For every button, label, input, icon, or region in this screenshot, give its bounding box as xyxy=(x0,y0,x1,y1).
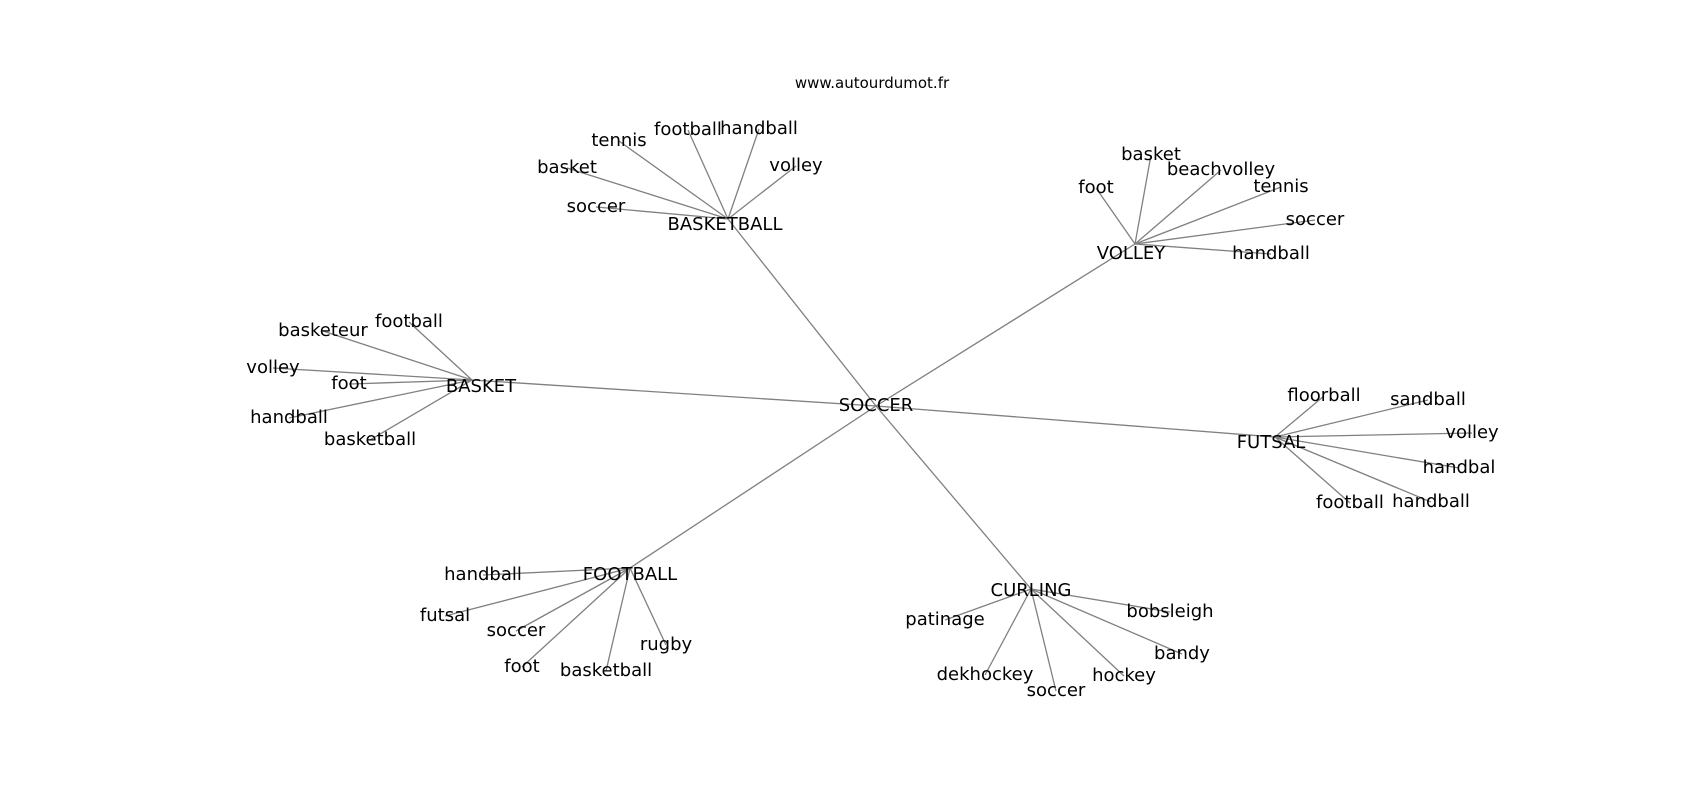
edge-curling-3 xyxy=(1030,588,1125,677)
leaf-label-football-0: handball xyxy=(444,564,522,585)
leaf-label-basket-0: basketeur xyxy=(278,320,368,341)
edge-basketball-2 xyxy=(618,140,729,220)
edge-football-0 xyxy=(482,567,631,576)
leaf-label-futsal-1: sandball xyxy=(1390,389,1466,410)
cluster-label-futsal: FUTSAL xyxy=(1237,432,1306,453)
leaf-label-basketball-1: basket xyxy=(537,157,597,178)
edge-volley-0 xyxy=(1095,187,1136,245)
edge-basket-3 xyxy=(348,379,473,385)
edge-root-basketball xyxy=(727,218,877,407)
cluster-label-curling: CURLING xyxy=(991,580,1072,601)
edge-curling-0 xyxy=(944,588,1032,621)
edge-football-2 xyxy=(515,567,631,632)
edge-basket-5 xyxy=(369,379,473,441)
leaf-label-basket-1: football xyxy=(375,311,443,332)
leaf-label-basket-4: handball xyxy=(250,407,328,428)
edge-curling-5 xyxy=(1030,588,1171,613)
leaf-label-basket-2: volley xyxy=(246,357,300,378)
leaf-label-basketball-3: football xyxy=(654,119,722,140)
leaf-label-football-1: futsal xyxy=(420,605,470,626)
edge-curling-4 xyxy=(1030,588,1183,655)
edge-basketball-3 xyxy=(687,129,729,220)
edge-basketball-0 xyxy=(595,206,729,220)
edge-basket-4 xyxy=(288,379,473,419)
leaf-label-futsal-3: handbal xyxy=(1423,457,1496,478)
leaf-label-volley-1: basket xyxy=(1121,144,1181,165)
leaf-label-curling-1: dekhockey xyxy=(937,664,1034,685)
leaf-label-volley-0: foot xyxy=(1078,177,1113,198)
leaf-label-volley-3: tennis xyxy=(1253,176,1308,197)
edge-futsal-5 xyxy=(1274,436,1351,504)
leaf-label-curling-2: soccer xyxy=(1027,680,1086,701)
edge-basket-2 xyxy=(272,367,473,381)
edge-basketball-1 xyxy=(566,167,729,220)
leaf-label-futsal-5: football xyxy=(1316,492,1384,513)
edge-root-basket xyxy=(471,379,877,407)
leaf-label-futsal-4: handball xyxy=(1392,491,1470,512)
leaf-label-football-2: soccer xyxy=(487,620,546,641)
leaf-label-basket-5: basketball xyxy=(324,429,416,450)
leaf-label-futsal-2: volley xyxy=(1445,422,1499,443)
edge-futsal-1 xyxy=(1274,399,1429,438)
edge-curling-1 xyxy=(984,588,1032,676)
leaf-label-curling-3: hockey xyxy=(1092,665,1156,686)
edge-volley-3 xyxy=(1134,186,1282,245)
edge-futsal-3 xyxy=(1274,436,1460,469)
leaf-label-football-4: basketball xyxy=(560,660,652,681)
edge-basketball-4 xyxy=(727,128,760,220)
cluster-label-basketball: BASKETBALL xyxy=(668,214,783,235)
leaf-label-football-5: rugby xyxy=(640,634,693,655)
edge-root-curling xyxy=(875,405,1032,590)
leaf-label-volley-4: soccer xyxy=(1286,209,1345,230)
edge-root-futsal xyxy=(875,405,1276,438)
leaf-label-curling-0: patinage xyxy=(905,609,984,630)
leaf-label-basketball-4: handball xyxy=(720,118,798,139)
leaf-label-curling-5: bobsleigh xyxy=(1126,601,1213,622)
edge-volley-4 xyxy=(1134,219,1316,245)
leaf-label-volley-2: beachvolley xyxy=(1167,159,1276,180)
labels-layer: SOCCER BASKETBALLsoccerbaskettennisfootb… xyxy=(246,118,1499,701)
edge-football-5 xyxy=(629,567,667,646)
leaf-label-volley-5: handball xyxy=(1232,243,1310,264)
edge-volley-5 xyxy=(1134,243,1272,255)
cluster-label-volley: VOLLEY xyxy=(1097,243,1167,264)
edge-volley-2 xyxy=(1134,169,1222,245)
edge-futsal-2 xyxy=(1274,432,1473,438)
edge-root-volley xyxy=(875,243,1136,407)
edge-football-4 xyxy=(605,567,631,672)
edges-layer xyxy=(272,128,1473,692)
edge-basketball-5 xyxy=(727,165,797,220)
leaf-label-basketball-0: soccer xyxy=(567,196,626,217)
cluster-label-football: FOOTBALL xyxy=(583,564,677,585)
leaf-label-basketball-5: volley xyxy=(769,155,823,176)
edge-root-football xyxy=(629,405,877,569)
edge-basket-1 xyxy=(408,321,473,381)
edge-futsal-0 xyxy=(1274,395,1325,438)
edge-volley-1 xyxy=(1134,154,1152,245)
edge-basket-0 xyxy=(322,330,473,381)
edge-curling-2 xyxy=(1030,588,1057,692)
root-node-label: SOCCER xyxy=(839,395,914,416)
leaf-label-football-3: foot xyxy=(504,656,539,677)
edge-football-1 xyxy=(444,567,631,617)
edge-futsal-4 xyxy=(1274,436,1432,503)
watermark-text: www.autourdumot.fr xyxy=(795,74,950,92)
leaf-label-basketball-2: tennis xyxy=(591,130,646,151)
edge-football-3 xyxy=(521,567,631,668)
leaf-label-basket-3: foot xyxy=(331,373,366,394)
leaf-label-futsal-0: floorball xyxy=(1287,385,1360,406)
cluster-label-basket: BASKET xyxy=(446,376,517,397)
leaf-label-curling-4: bandy xyxy=(1154,643,1210,664)
